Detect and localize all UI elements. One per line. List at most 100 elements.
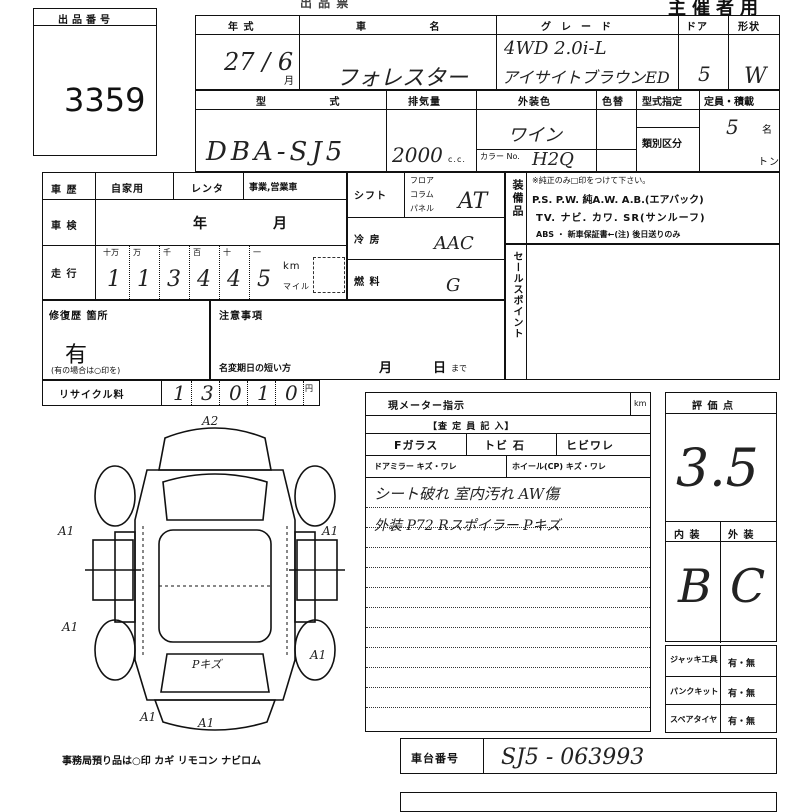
recycle-digit: 3 (201, 381, 214, 405)
mileage-digit-unit: 百 (193, 248, 201, 257)
top-row-box: 年 式 車 名 グレード ドア 形状 27 / 6 月 フォレスター 4WD 2… (195, 15, 780, 91)
recycle-digit: 1 (257, 381, 270, 405)
repair-note: (有の場合は○印を) (51, 366, 121, 375)
mileage-digit: 4 (197, 267, 211, 292)
mileage-digit-unit: 十 (223, 248, 231, 257)
spare-tire-value: 有・無 (728, 717, 756, 727)
damage-mark-front: A2 (202, 414, 219, 428)
notes-box: 注意事項 名変期日の短い方 月 日 まで (210, 300, 505, 380)
sheet-title: 主催者用 (668, 0, 764, 19)
fuel-label: 燃 料 (354, 277, 381, 288)
model-designation-label: 型式指定 (642, 97, 682, 108)
equipment-box: 装備品 ※純正のみ□印をつけて下さい。 P.S. P.W. 純A.W. A.B.… (505, 172, 780, 244)
repair-label: 修復歴 箇所 (49, 311, 109, 322)
mileage-label: 走 行 (51, 269, 78, 280)
grade-label: グレード (541, 22, 621, 33)
recycle-label: リサイクル料 (59, 390, 125, 401)
door-mirror-label: ドアミラー キズ・ワレ (374, 462, 457, 471)
shift-label: シフト (354, 191, 387, 202)
rating-box: 評 価 点 3.5 内 装 外 装 B C (665, 392, 777, 643)
mileage-digit-unit: 千 (163, 248, 171, 257)
shape-label: 形状 (738, 22, 760, 33)
mileage-digit: 3 (167, 267, 181, 292)
type-value: DBA-SJ5 (206, 137, 347, 167)
exterior-color-label: 外装色 (518, 97, 551, 108)
color-change-label: 色替 (602, 97, 624, 108)
history-rental: レンタ (191, 184, 224, 195)
shift-value: AT (458, 189, 488, 214)
wheel-label: ホイール(CP) キズ・ワレ (512, 462, 606, 471)
displacement-value: 2000 (392, 143, 443, 167)
jack-box: ジャッキ工具 有・無 パンクキット 有・無 スペアタイヤ 有・無 (665, 645, 777, 733)
color-code-label: カラー No. (480, 152, 520, 161)
recycle-yen: 円 (305, 384, 313, 393)
jack-value: 有・無 (728, 659, 756, 669)
damage-mark-right-front: A1 (322, 524, 339, 538)
capacity-label: 定員・積載 (704, 97, 754, 108)
meter-label: 現メーター指示 (388, 401, 465, 412)
recycle-digit: 0 (229, 381, 242, 405)
equipment-label: 装備品 (511, 179, 524, 218)
displacement-label: 排気量 (408, 97, 441, 108)
shift-column: コラム (410, 190, 434, 199)
damage-mark-trunk: Pキズ (192, 658, 222, 671)
inspection-month: 月 (273, 216, 288, 232)
mileage-digit: 1 (137, 267, 151, 292)
color-code-value: H2Q (532, 149, 574, 170)
sales-point-box: セールスポイント (505, 244, 780, 380)
spare-tire-label: スペアタイヤ (670, 715, 718, 724)
type-label: 型 式 (256, 97, 370, 108)
repair-value: 有 (65, 343, 89, 368)
mileage-digit: 1 (107, 267, 121, 292)
inspector-remark-1: シート破れ 室内汚れ AW傷 (374, 485, 560, 503)
km-unit: km (283, 261, 301, 272)
expiry-month: 月 (379, 361, 394, 376)
fuel-value: G (446, 275, 461, 296)
mileage-digit: 5 (257, 267, 271, 292)
inspector-box: 現メーター指示 km 【査 定 員 記 入】 Fガラス トビ 石 ヒビワレ ドア… (365, 392, 651, 732)
rating-value: 3.5 (676, 439, 759, 499)
mileage-digit-unit: 十万 (103, 248, 119, 257)
second-row-box: 型 式 排気量 外装色 色替 型式指定 類別区分 定員・積載 DBA-SJ5 2… (195, 90, 780, 172)
equipment-line2: TV. ナビ. カワ. SR(サンルーフ) (536, 213, 706, 224)
damage-mark-right-rear: A1 (310, 648, 327, 662)
exterior-value: C (730, 559, 766, 613)
expiry-until: まで (451, 364, 467, 373)
history-label: 車 歴 (51, 185, 78, 196)
equipment-line1: P.S. P.W. 純A.W. A.B.(エアバック) (532, 195, 704, 206)
recycle-digit: 1 (173, 381, 186, 405)
grade-line2: アイサイトブラウンED (502, 68, 670, 87)
recycle-digit: 0 (285, 381, 298, 405)
inspection-label: 車 検 (51, 221, 78, 232)
history-own-use: 自家用 (111, 184, 144, 195)
aircon-value: AAC (434, 233, 474, 254)
meter-km: km (634, 399, 647, 408)
door-value: 5 (698, 62, 711, 86)
puncture-kit-value: 有・無 (728, 689, 756, 699)
car-damage-diagram (85, 427, 345, 731)
equipment-line3: ABS ・ 新車保証書←(注) 後日送りのみ (536, 230, 681, 239)
mileage-digit-unit: 一 (253, 248, 261, 257)
lot-number-box: 出品番号 3359 (33, 8, 157, 156)
history-business: 事業,営業車 (249, 183, 298, 193)
jack-label: ジャッキ工具 (670, 655, 718, 664)
class-label: 類別区分 (642, 139, 682, 150)
shift-box: シフト フロア コラム パネル AT 冷 房 AAC 燃 料 G (347, 172, 505, 300)
mileage-checkbox (313, 257, 345, 293)
month-suffix: 月 (284, 76, 295, 87)
expiry-label: 名変期日の短い方 (219, 364, 292, 374)
history-box: 車 歴 自家用 レンタ 事業,営業車 車 検 年 月 走 行 十万 1 万 1 千 3 百 4… (42, 172, 347, 301)
capacity-unit: 名 (762, 125, 773, 136)
inspection-year: 年 (193, 216, 208, 232)
exterior-color-value: ワイン (508, 125, 562, 146)
sheet-header-tail: 出 品 票 (300, 0, 350, 10)
mileage-digit-unit: 万 (133, 248, 141, 257)
cc-unit: c.c. (448, 155, 466, 164)
aircon-label: 冷 房 (354, 235, 381, 246)
crack-label: ヒビワレ (566, 439, 614, 452)
shift-floor: フロア (410, 176, 434, 185)
mileage-digit: 4 (227, 267, 241, 292)
inspector-remark-2: 外装 P72 Rスポイラー Pキズ (374, 518, 561, 534)
ton-unit: トン (758, 157, 780, 168)
